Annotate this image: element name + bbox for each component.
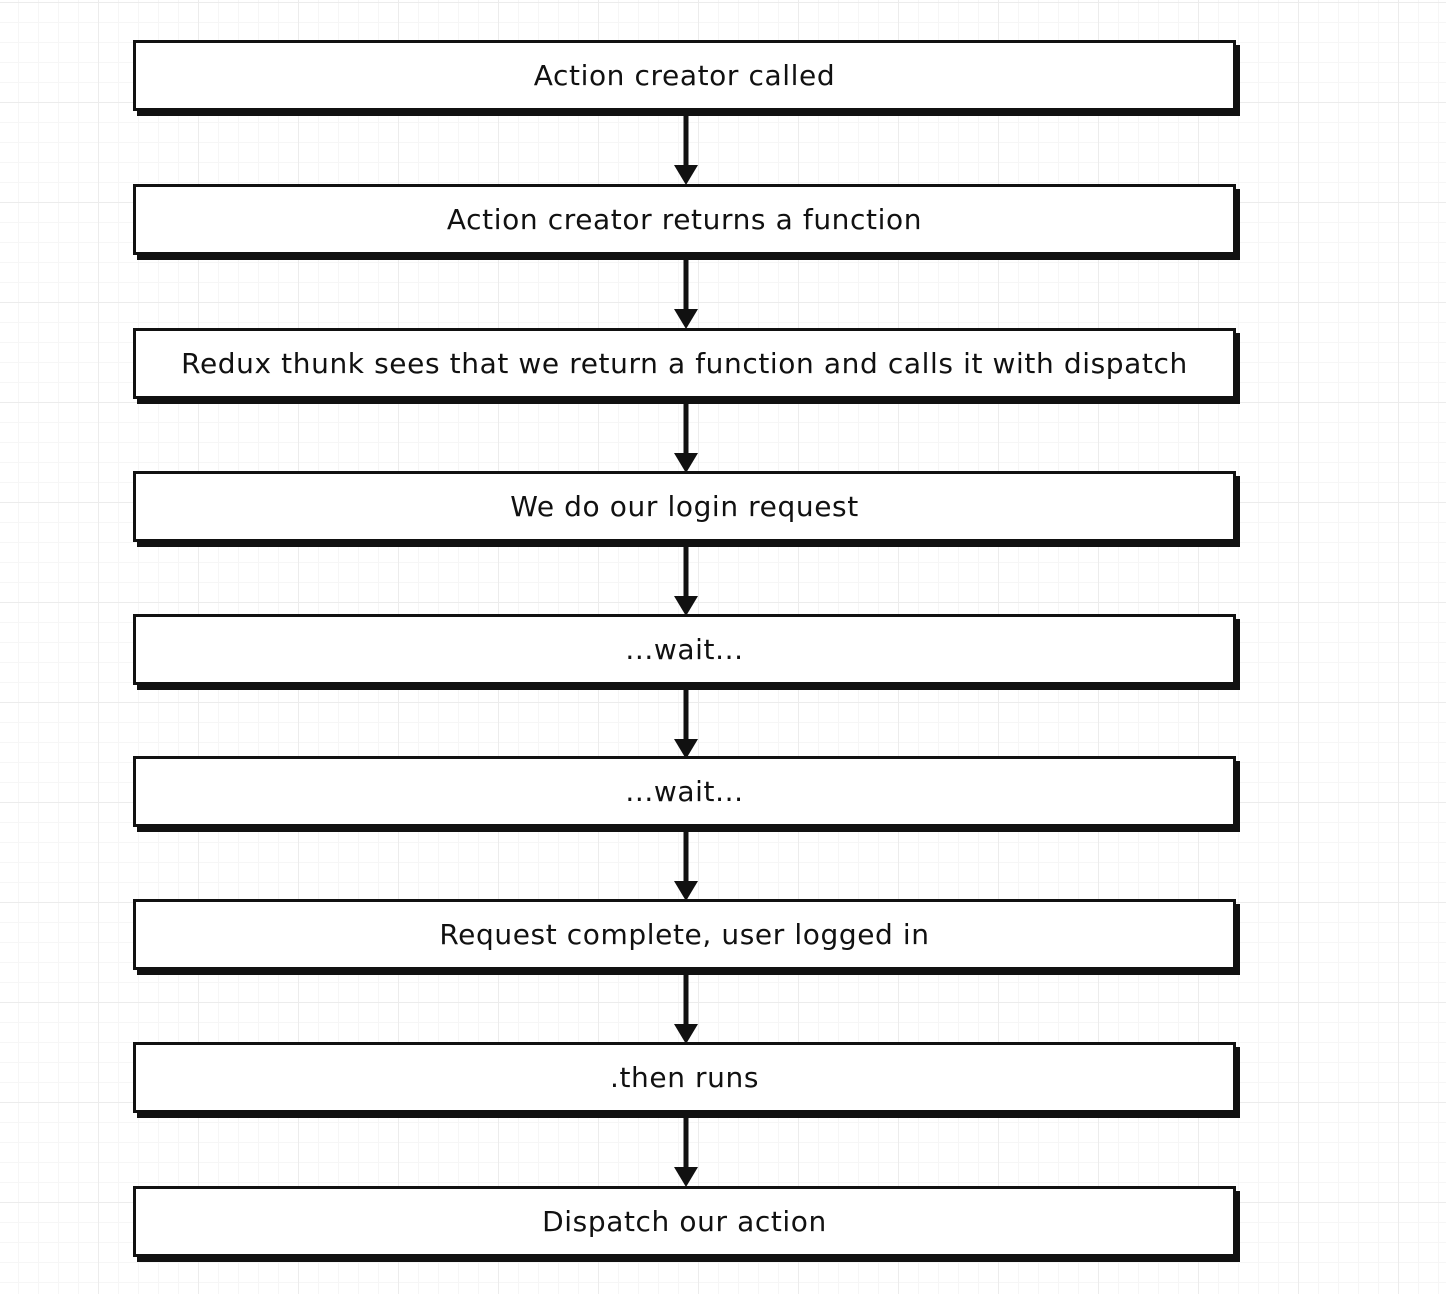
step-label: Redux thunk sees that we return a functi…: [181, 347, 1188, 380]
arrow-down-icon: [670, 113, 702, 185]
step-box-request-complete: Request complete, user logged in: [133, 899, 1236, 970]
step-box-redux-thunk: Redux thunk sees that we return a functi…: [133, 328, 1236, 399]
step-box-wait-1: ...wait...: [133, 614, 1236, 685]
step-label: Request complete, user logged in: [439, 918, 930, 951]
arrow-down-icon: [670, 972, 702, 1044]
step-label: ...wait...: [625, 775, 744, 808]
arrow-down-icon: [670, 257, 702, 329]
arrow-down-icon: [670, 544, 702, 616]
step-label: Action creator called: [533, 59, 836, 92]
arrow-down-icon: [670, 829, 702, 901]
arrow-down-icon: [670, 1115, 702, 1187]
step-label: ...wait...: [625, 633, 744, 666]
step-box-returns-function: Action creator returns a function: [133, 184, 1236, 255]
step-label: Dispatch our action: [542, 1205, 827, 1238]
step-box-dispatch-action: Dispatch our action: [133, 1186, 1236, 1257]
step-label: Action creator returns a function: [446, 203, 923, 236]
step-box-then-runs: .then runs: [133, 1042, 1236, 1113]
step-box-action-creator-called: Action creator called: [133, 40, 1236, 111]
step-box-wait-2: ...wait...: [133, 756, 1236, 827]
step-label: .then runs: [609, 1061, 760, 1094]
step-box-login-request: We do our login request: [133, 471, 1236, 542]
arrow-down-icon: [670, 401, 702, 473]
step-label: We do our login request: [510, 490, 859, 523]
arrow-down-icon: [670, 687, 702, 759]
